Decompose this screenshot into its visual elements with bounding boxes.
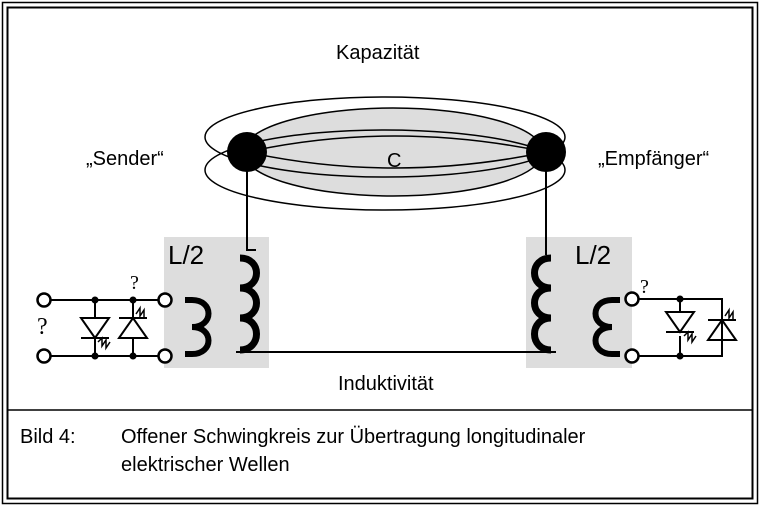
right-junction-dots [676,295,684,360]
right-primary-coil [531,254,552,354]
left-secondary-coil [185,297,212,357]
right-inductor-label: L/2 [575,240,612,270]
right-terminals [624,291,640,364]
left-terminals [36,292,173,364]
left-detector-circuit [50,299,172,357]
left-junction-dots [91,296,137,360]
right-secondary-coil [592,297,620,357]
left-inductor-label: L/2 [168,240,205,270]
capacitor-symbol-label: C [387,150,402,172]
field-line [246,151,547,169]
left-primary-coil [239,254,260,354]
question-mark: ? [640,276,649,298]
inner-frame [6,6,754,500]
main-circuit-wires [236,170,556,353]
receiver-label: „Empfänger“ [598,148,710,170]
sender-sphere [227,132,267,172]
question-mark: ? [37,314,48,340]
field-line [246,135,547,153]
caption-line-1: Offener Schwingkreis zur Übertragung lon… [121,426,586,448]
sender-label: „Sender“ [86,148,164,170]
capacity-label: Kapazität [336,42,420,64]
right-detector-circuit [632,298,738,357]
caption-number: Bild 4: [20,426,76,448]
upper-field-ellipse [204,96,566,178]
caption-line-2: elektrischer Wellen [121,454,290,476]
receiver-sphere [526,132,566,172]
lower-field-ellipse [204,129,566,211]
question-mark: ? [130,272,139,294]
inductance-label: Induktivität [338,373,434,395]
